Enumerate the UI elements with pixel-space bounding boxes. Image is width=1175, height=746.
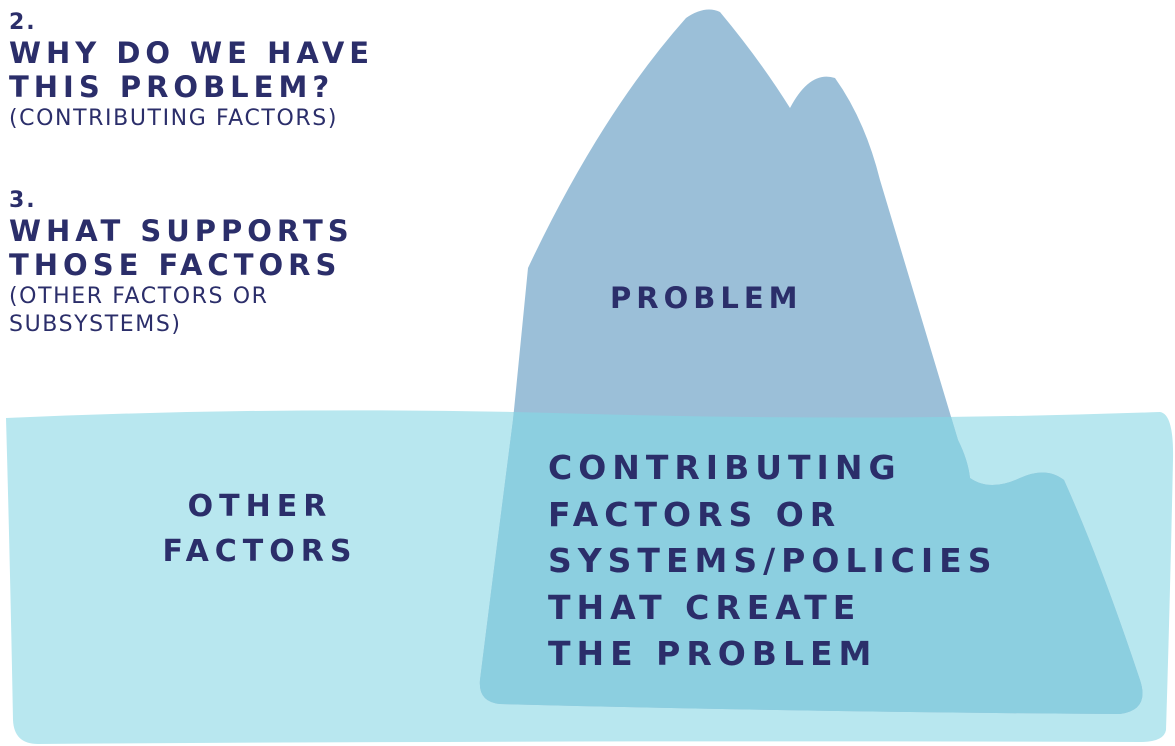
question-3-subtitle-line-2: SUBSYSTEMS) (9, 312, 182, 338)
contributing-line-3: SYSTEMS/POLICIES (548, 541, 998, 581)
question-2-subtitle: (CONTRIBUTING FACTORS) (9, 105, 338, 131)
contributing-line-5: THE PROBLEM (548, 634, 878, 674)
question-2-number: 2. (9, 10, 37, 35)
question-3-subtitle-line-1: (OTHER FACTORS OR (9, 283, 269, 309)
iceberg-underwater (479, 410, 1143, 714)
question-2: 2. WHY DO WE HAVE THIS PROBLEM? (CONTRIB… (9, 10, 374, 133)
question-3-title-line-2: THOSE FACTORS (9, 247, 342, 282)
contributing-factors-label: CONTRIBUTING FACTORS OR SYSTEMS/POLICIES… (548, 445, 1018, 678)
contributing-line-1: CONTRIBUTING (548, 448, 902, 487)
contributing-line-4: THAT CREATE (548, 587, 862, 627)
contributing-line-2: FACTORS OR (548, 494, 842, 534)
other-factors-line-2: FACTORS (162, 534, 358, 569)
other-factors-label: OTHER FACTORS (150, 484, 370, 574)
question-3: 3. WHAT SUPPORTS THOSE FACTORS (OTHER FA… (9, 188, 354, 340)
problem-label: PROBLEM (610, 281, 803, 315)
question-2-title-line-1: WHY DO WE HAVE (9, 35, 375, 70)
question-2-title-line-2: THIS PROBLEM? (9, 69, 335, 104)
question-3-title-line-1: WHAT SUPPORTS (9, 213, 354, 248)
question-3-number: 3. (9, 188, 37, 213)
other-factors-line-1: OTHER (187, 489, 333, 524)
